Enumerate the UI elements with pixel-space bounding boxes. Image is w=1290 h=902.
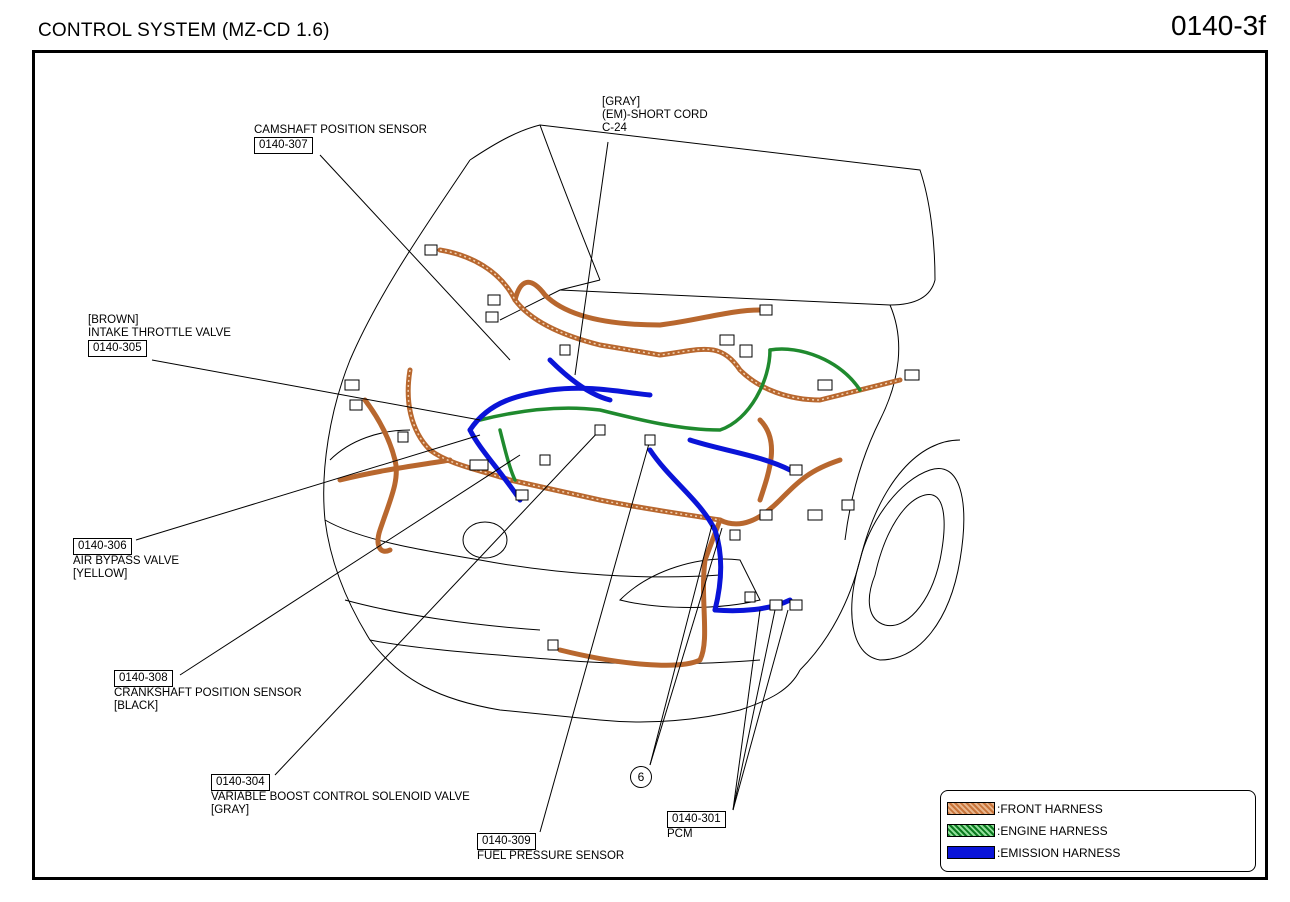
engine-harness-swatch <box>947 824 995 837</box>
legend-front-label: :FRONT HARNESS <box>997 802 1103 816</box>
air-bypass-ref[interactable]: 0140-306 <box>73 538 132 555</box>
crankshaft-label: CRANKSHAFT POSITION SENSOR <box>114 687 302 699</box>
throttle-valve-callout: [BROWN] INTAKE THROTTLE VALVE 0140-305 <box>88 314 231 357</box>
short-cord-callout: [GRAY] (EM)-SHORT CORD C-24 <box>602 96 708 135</box>
harness-legend: :FRONT HARNESS :ENGINE HARNESS :EMISSION… <box>940 790 1256 872</box>
throttle-color: [BROWN] <box>88 314 139 326</box>
air-bypass-color: [YELLOW] <box>73 568 128 580</box>
engine-harness <box>478 347 862 482</box>
pcm-ref[interactable]: 0140-301 <box>667 811 726 828</box>
crankshaft-ref[interactable]: 0140-308 <box>114 670 173 687</box>
short-cord-label: (EM)-SHORT CORD <box>602 109 708 121</box>
legend-front: :FRONT HARNESS <box>947 801 1247 817</box>
pcm-label: PCM <box>667 828 693 840</box>
leader-lines <box>135 141 789 833</box>
emission-harness <box>467 357 793 614</box>
boost-color: [GRAY] <box>211 804 250 816</box>
crankshaft-color: [BLACK] <box>114 700 159 712</box>
page-title: CONTROL SYSTEM (MZ-CD 1.6) <box>38 20 330 41</box>
throttle-ref[interactable]: 0140-305 <box>88 340 147 357</box>
throttle-label: INTAKE THROTTLE VALVE <box>88 327 231 339</box>
crankshaft-sensor-callout: 0140-308 CRANKSHAFT POSITION SENSOR [BLA… <box>114 670 302 713</box>
camshaft-ref[interactable]: 0140-307 <box>254 137 313 154</box>
front-harness <box>337 247 903 668</box>
page-code: 0140-3f <box>1171 10 1266 41</box>
pcm-callout: 0140-301 PCM <box>667 811 726 841</box>
connectors <box>344 244 920 651</box>
legend-emission-label: :EMISSION HARNESS <box>997 846 1121 860</box>
front-harness-swatch <box>947 802 995 815</box>
camshaft-sensor-callout: CAMSHAFT POSITION SENSOR 0140-307 <box>254 124 427 154</box>
camshaft-label: CAMSHAFT POSITION SENSOR <box>254 124 427 136</box>
boost-valve-callout: 0140-304 VARIABLE BOOST CONTROL SOLENOID… <box>211 774 470 817</box>
short-cord-color: [GRAY] <box>602 96 641 108</box>
legend-emission: :EMISSION HARNESS <box>947 845 1247 861</box>
legend-engine-label: :ENGINE HARNESS <box>997 824 1108 838</box>
fuel-pressure-callout: 0140-309 FUEL PRESSURE SENSOR <box>477 833 624 863</box>
diagram-frame <box>32 50 1268 880</box>
short-cord-connector: C-24 <box>602 122 627 134</box>
vehicle-outline <box>323 124 965 723</box>
fuel-pressure-label: FUEL PRESSURE SENSOR <box>477 850 625 862</box>
boost-label: VARIABLE BOOST CONTROL SOLENOID VALVE <box>211 791 470 803</box>
air-bypass-label: AIR BYPASS VALVE <box>73 555 180 567</box>
fuel-pressure-ref[interactable]: 0140-309 <box>477 833 536 850</box>
ground-point-6: 6 <box>630 766 652 788</box>
front-harness-pattern <box>407 249 901 521</box>
air-bypass-callout: 0140-306 AIR BYPASS VALVE [YELLOW] <box>73 538 179 581</box>
boost-ref[interactable]: 0140-304 <box>211 774 270 791</box>
emission-harness-swatch <box>947 846 995 859</box>
legend-engine: :ENGINE HARNESS <box>947 823 1247 839</box>
